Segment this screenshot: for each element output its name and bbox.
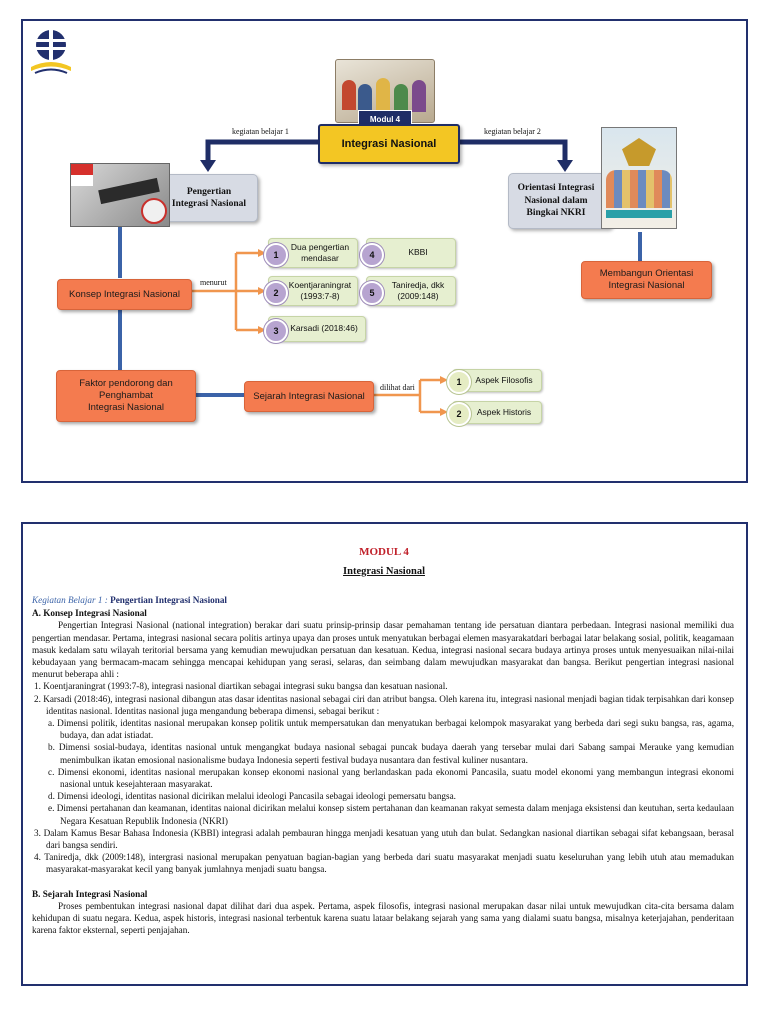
edge-label-kb2: kegiatan belajar 2 xyxy=(484,127,541,136)
aspect-pill-historis: Aspek Historis xyxy=(452,401,542,424)
section-b-paragraph: Proses pembentukan integrasi nasional da… xyxy=(32,900,734,936)
list-item-4: 4. Taniredja, dkk (2009:148), intergrasi… xyxy=(34,852,734,875)
source-pill-1: Dua pengertian mendasar xyxy=(268,238,358,268)
sub-item-e: e. Dimensi pertahanan dan keamanan, iden… xyxy=(48,803,734,826)
concept-map-panel xyxy=(21,19,748,483)
sub-item-a: a. Dimensi politik, identitas nasional m… xyxy=(48,718,734,741)
source-number-5: 5 xyxy=(360,281,384,305)
list-item-1: 1. Koentjaraningrat (1993:7-8), integras… xyxy=(34,681,448,692)
source-number-4: 4 xyxy=(360,243,384,267)
university-logo xyxy=(31,30,71,74)
sub-item-c: c. Dimensi ekonomi, identitas nasional m… xyxy=(48,766,734,790)
sub-item-b: b. Dimensi sosial-budaya, identitas nasi… xyxy=(48,742,734,765)
edge-label-kb1: kegiatan belajar 1 xyxy=(232,127,289,136)
section-a-paragraph: Pengertian Integrasi Nasional (national … xyxy=(32,620,734,680)
kb1-illustration xyxy=(70,163,170,227)
kb-title: Pengertian Integrasi Nasional xyxy=(110,595,227,605)
kb-prefix: Kegiatan Belajar 1 : xyxy=(32,595,108,605)
document-panel xyxy=(21,522,748,986)
diagram-connectors xyxy=(118,139,642,416)
source-number-3: 3 xyxy=(264,319,288,343)
module-cover-illustration xyxy=(335,59,435,123)
kb2-illustration xyxy=(601,127,677,229)
list-item-3: 3. Dalam Kamus Besar Bahasa Indonesia (K… xyxy=(34,827,734,851)
edge-label-dilihat: dilihat dari xyxy=(380,383,415,392)
document-body: Kegiatan Belajar 1 : Pengertian Integras… xyxy=(32,594,734,936)
konsep-box: Konsep Integrasi Nasional xyxy=(57,279,192,310)
source-number-1: 1 xyxy=(264,243,288,267)
document-title: Integrasi Nasional xyxy=(343,566,425,577)
orientasi-box: Membangun Orientasi Integrasi Nasional xyxy=(581,261,712,299)
main-title-box: Integrasi Nasional xyxy=(318,124,460,164)
module-heading: MODUL 4 xyxy=(359,546,409,558)
edge-label-menurut: menurut xyxy=(200,278,227,287)
source-number-2: 2 xyxy=(264,281,288,305)
list-item-2: 2. Karsadi (2018:46), integrasi nasional… xyxy=(34,693,734,716)
sejarah-box: Sejarah Integrasi Nasional xyxy=(244,381,374,412)
section-a-heading: A. Konsep Integrasi Nasional xyxy=(32,608,147,619)
aspect-number-1: 1 xyxy=(447,370,471,394)
source-pill-4: KBBI xyxy=(366,238,456,268)
aspect-number-2: 2 xyxy=(447,402,471,426)
kb2-title-box: Orientasi Integrasi Nasional dalam Bingk… xyxy=(508,173,612,229)
sub-item-d: d. Dimensi ideologi, identitas nasional … xyxy=(48,791,456,802)
faktor-box: Faktor pendorong dan Penghambat Integras… xyxy=(56,370,196,422)
section-b-heading: B. Sejarah Integrasi Nasional xyxy=(32,888,148,899)
